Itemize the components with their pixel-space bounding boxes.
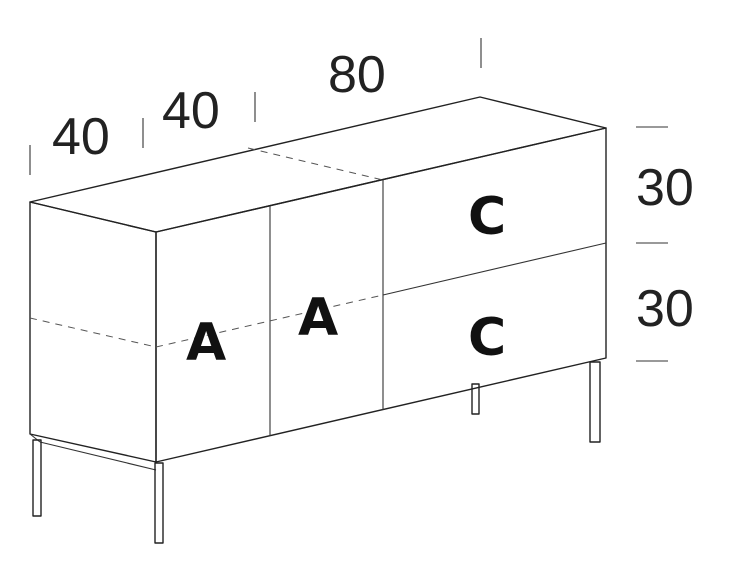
- dimension-labels: 40 40 80 30 30: [52, 46, 694, 338]
- sideboard-body: [29, 96, 607, 463]
- leg-back-right: [471, 383, 480, 415]
- side-panel: [29, 201, 157, 463]
- dim-height-bottom: 30: [636, 280, 694, 338]
- front-panel: [155, 127, 607, 463]
- dim-width-left-2: 40: [162, 82, 220, 140]
- top-section-dashed-line: [247, 147, 384, 181]
- drawer-divider: [382, 242, 607, 296]
- legs: [29, 361, 601, 544]
- dim-width-left-1: 40: [52, 108, 110, 166]
- label-door-1: A: [186, 313, 226, 373]
- dimension-marks: [29, 38, 668, 362]
- side-section-dashed-line: [29, 317, 157, 348]
- label-drawer-top: C: [468, 187, 506, 247]
- leg-frame-bottom: [39, 441, 157, 471]
- dim-height-top: 30: [636, 159, 694, 217]
- leg-front-left: [154, 462, 164, 544]
- label-door-2: A: [298, 288, 338, 348]
- part-labels: A A C C: [186, 187, 506, 373]
- dim-width-right: 80: [328, 46, 386, 104]
- leg-back-left: [32, 439, 42, 517]
- leg-front-right: [589, 361, 601, 443]
- label-drawer-bottom: C: [468, 308, 506, 368]
